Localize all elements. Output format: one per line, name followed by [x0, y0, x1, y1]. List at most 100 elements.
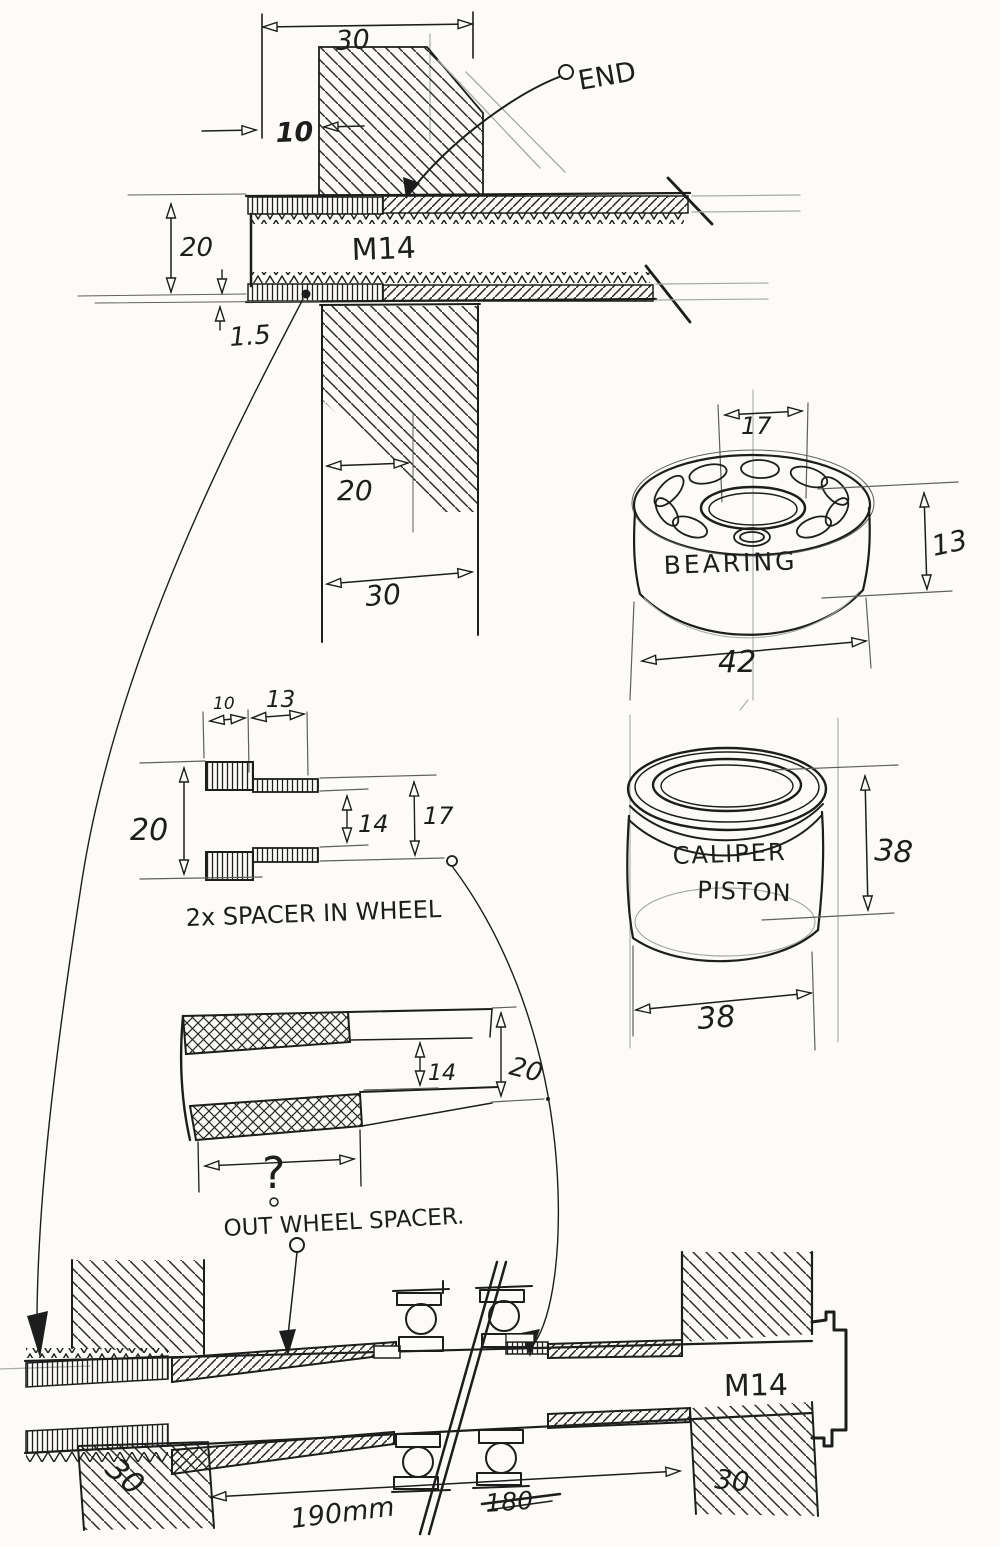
- spacer-outline: [361, 1102, 493, 1127]
- leader-arrowhead: [27, 1311, 48, 1358]
- dim-right-wall-label: 30: [713, 1464, 750, 1498]
- spacer-wall-upper: [252, 778, 319, 793]
- right-wall-upper-hatch: [682, 1252, 812, 1342]
- faint-continuation-lines: [655, 282, 769, 301]
- left-wall-upper-hatch: [72, 1260, 204, 1354]
- dim-span-label: 190mm: [289, 1491, 396, 1534]
- axle-thread-insert-lower: [247, 283, 384, 302]
- axle-thread-upper: [25, 1355, 169, 1388]
- dimension-line-inner-depth: [324, 458, 411, 471]
- piston-body: [626, 810, 825, 963]
- bearing-top-face-sketchline: [631, 449, 875, 557]
- wall-section-lower-edges: [319, 303, 481, 643]
- dimension-line-body: [249, 709, 307, 723]
- dim-axle-height-label: 20: [180, 233, 213, 263]
- leader-dot: [446, 855, 458, 867]
- extension-lines: [761, 764, 899, 921]
- dim-length-label: ?: [262, 1148, 285, 1199]
- question-dot: [269, 1197, 279, 1207]
- dimension-line-flange: [207, 713, 248, 726]
- bearing-bore-inner: [708, 492, 798, 526]
- dim-od-label: 42: [718, 645, 756, 680]
- spacer-flange-upper: [205, 761, 254, 791]
- axle-tube-upper: [382, 195, 689, 214]
- dim-inner-depth-label: 20: [337, 474, 373, 507]
- bearing-top-face: [632, 453, 872, 557]
- extension-lines: [629, 597, 872, 701]
- spacer-outline: [349, 1008, 493, 1041]
- spacer-step: [373, 1345, 401, 1359]
- hub-spacer-step: [505, 1341, 549, 1355]
- axle-end-cap: [810, 1310, 848, 1448]
- dimension-line-od: [639, 636, 869, 666]
- pencil-hatch-strokes: [437, 59, 566, 173]
- bearing-section-upper-left: [392, 1280, 450, 1352]
- bearing-section-upper-right: [475, 1285, 533, 1348]
- dim-outer-depth-label: 30: [364, 578, 402, 613]
- dim-width-label: 13: [929, 523, 971, 563]
- outer-spacer-installed-lower: [171, 1430, 395, 1476]
- strike-through: [487, 1500, 553, 1511]
- spacer-outline: [359, 1086, 499, 1093]
- dim-bore-label: 14: [428, 1061, 456, 1086]
- thread-teeth: [26, 1452, 168, 1462]
- extension-lines: [717, 402, 809, 503]
- dimension-arrow-offset-left: [201, 124, 259, 136]
- pencil-guide-lines: [629, 699, 839, 1049]
- spacer-band-upper-right: [547, 1338, 683, 1360]
- spacer-flange-lower: [205, 851, 254, 881]
- piston-bottom-sketchline: [634, 887, 816, 957]
- axle-thread-lower: [25, 1423, 169, 1454]
- piston-opening-inner: [660, 764, 794, 808]
- dim-diameter-label: 38: [696, 999, 737, 1037]
- extension-lines: [139, 760, 263, 880]
- spacer-wall-lower: [188, 1092, 364, 1142]
- leader-origin-dot: [301, 289, 311, 299]
- spacer-band-lower-right: [547, 1406, 691, 1430]
- piston-opening: [651, 757, 803, 813]
- leader-dot: [289, 1237, 305, 1253]
- caliper-label-line2: PISTON: [697, 876, 792, 907]
- bearing-name-label: BEARING: [663, 546, 798, 580]
- caliper-piston-drawing: CALIPER PISTON 38 38: [626, 699, 914, 1051]
- thread-teeth-upper: [250, 213, 684, 224]
- left-wall-upper-edges: [71, 1259, 205, 1355]
- dim-lip-label: 1.5: [228, 320, 271, 353]
- end-label: END: [576, 56, 639, 97]
- piston-rim-mid: [634, 751, 820, 823]
- extension-lines: [319, 774, 445, 862]
- break-slash: [644, 264, 692, 324]
- wall-section-lower-hatch: [322, 306, 478, 512]
- strike-through: [480, 1492, 562, 1506]
- axle-thread-insert-upper: [247, 196, 384, 215]
- leader-curve-to-bottom-middle: [451, 865, 560, 1345]
- extension-line: [363, 1087, 439, 1091]
- break-slash: [666, 176, 714, 226]
- dim-offset-label: 10: [275, 117, 314, 149]
- dim-height-label: 38: [873, 833, 914, 871]
- dimension-line-bore: [722, 406, 805, 420]
- dim-step-label: 17: [423, 802, 454, 830]
- outer-spacer-installed-upper: [171, 1340, 397, 1384]
- bearing-cage-holes: [653, 459, 850, 547]
- outer-spacer-caption: OUT WHEEL SPACER.: [223, 1203, 465, 1242]
- extension-lines: [319, 788, 369, 848]
- extension-lines: [491, 1006, 545, 1103]
- dim-bore-label: 14: [358, 810, 389, 838]
- piston-neck-rings: [628, 803, 824, 857]
- spacer-end-face: [179, 1014, 192, 1142]
- wall-section-upper: [318, 46, 484, 196]
- spacer-outline: [347, 1008, 493, 1013]
- right-wall-lower-edges: [689, 1401, 819, 1517]
- dimension-line-height: [859, 773, 874, 913]
- dim-body-label: 13: [266, 687, 295, 713]
- dimension-line-step: [408, 779, 421, 858]
- line-end-dot: [546, 1097, 550, 1101]
- leader-dot: [558, 64, 574, 80]
- bearing-side-sketchline: [643, 591, 860, 639]
- wheel-spacer-drawing: 10 13 20 14 17 2x SPACER IN WHEEL: [130, 687, 458, 932]
- thread-teeth: [26, 1348, 168, 1358]
- right-wall-upper-edges: [680, 1250, 814, 1344]
- leader-curve-to-bottom-left: [36, 298, 304, 1317]
